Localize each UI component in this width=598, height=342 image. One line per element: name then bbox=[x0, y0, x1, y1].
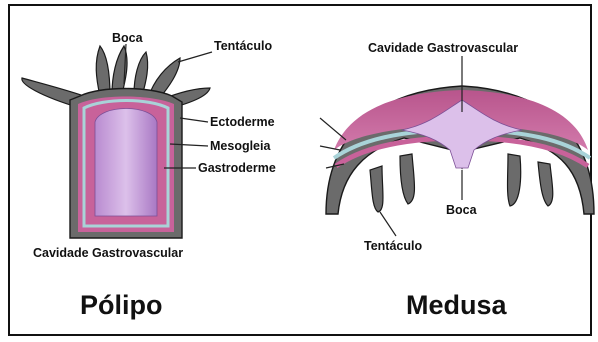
medusa-tentacle-4 bbox=[538, 162, 553, 206]
polip-label-cavidade: Cavidade Gastrovascular bbox=[33, 246, 183, 260]
polip-label-tentaculo: Tentáculo bbox=[214, 39, 272, 53]
medusa-tentacle-3 bbox=[508, 154, 521, 206]
polip-label-ectoderme: Ectoderme bbox=[210, 115, 275, 129]
polip-label-gastroderme: Gastroderme bbox=[198, 161, 276, 175]
polip-drawing bbox=[22, 46, 210, 238]
medusa-label-tentaculo: Tentáculo bbox=[364, 239, 422, 253]
medusa-label-cavidade: Cavidade Gastrovascular bbox=[368, 41, 518, 55]
polip-ectoderme-line bbox=[180, 118, 208, 122]
medusa-title: Medusa bbox=[406, 290, 508, 320]
polip-title: Pólipo bbox=[80, 290, 163, 320]
polip-label-mesogleia: Mesogleia bbox=[210, 139, 271, 153]
medusa-tentaculo-line bbox=[380, 212, 396, 236]
medusa-tentacle-1 bbox=[370, 166, 383, 212]
polip-cavity bbox=[95, 109, 157, 217]
medusa-ectoderme-line bbox=[320, 118, 346, 140]
medusa-drawing bbox=[326, 86, 594, 214]
medusa-label-boca: Boca bbox=[446, 203, 478, 217]
medusa-annotations: Cavidade Gastrovascular Boca Tentáculo M… bbox=[320, 41, 518, 320]
medusa-tentacle-2 bbox=[400, 154, 415, 204]
polip-tentaculo-line bbox=[178, 52, 212, 62]
polip-tentacle-1 bbox=[96, 46, 110, 96]
polip-label-boca: Boca bbox=[112, 31, 144, 45]
